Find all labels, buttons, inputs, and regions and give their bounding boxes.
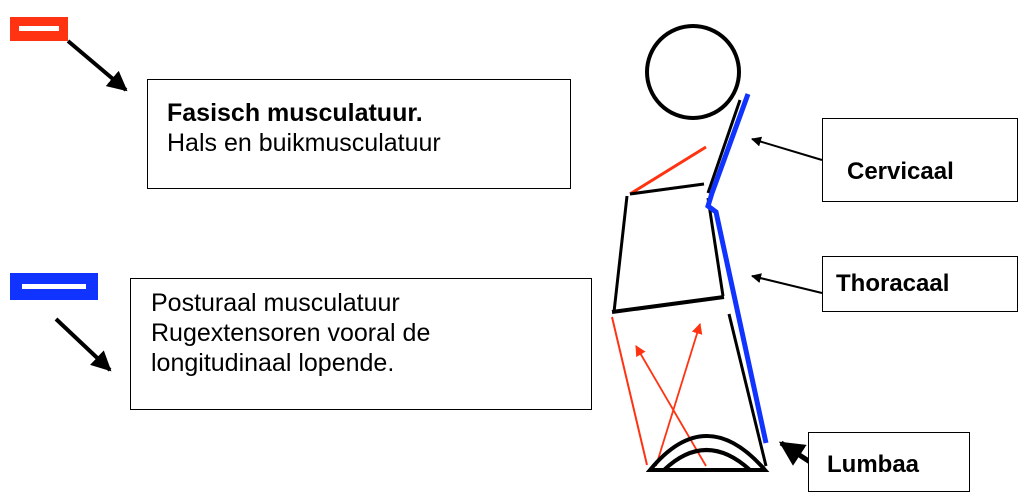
- postural-line-3: longitudinaal lopende.: [151, 348, 591, 378]
- neck-front-muscle: [630, 147, 706, 194]
- phasic-title: Fasisch musculatuur.: [167, 98, 570, 128]
- thoracic-divider: [612, 297, 724, 312]
- postural-swatch-stripe: [22, 284, 86, 289]
- phasic-description: Hals en buikmusculatuur: [167, 128, 570, 158]
- phasic-legend-arrow: [68, 41, 126, 90]
- back-postural-muscle: [708, 94, 766, 443]
- phasic-muscle-textbox: Fasisch musculatuur. Hals en buikmuscula…: [147, 79, 571, 189]
- lumbar-label: Lumbaa: [808, 432, 970, 492]
- thorax-front-line: [614, 196, 627, 312]
- postural-muscle-textbox: Posturaal musculatuur Rugextensoren voor…: [130, 278, 592, 410]
- thoracic-pointer-arrow: [752, 276, 822, 293]
- cervical-label: Cervicaal: [822, 118, 1018, 202]
- postural-line-2: Rugextensoren vooral de: [151, 318, 591, 348]
- pelvis-arch: [650, 436, 765, 470]
- phasic-swatch-stripe: [19, 26, 59, 31]
- postural-legend-arrow: [56, 319, 110, 370]
- thoracic-label: Thoracaal: [822, 256, 1018, 312]
- postural-legend-swatch: [10, 273, 98, 300]
- postural-line-1: Posturaal musculatuur: [151, 288, 591, 318]
- head-circle: [647, 26, 739, 118]
- cervical-pointer-arrow: [752, 139, 822, 160]
- phasic-legend-swatch: [10, 17, 68, 41]
- abdomen-front-muscle: [612, 317, 647, 465]
